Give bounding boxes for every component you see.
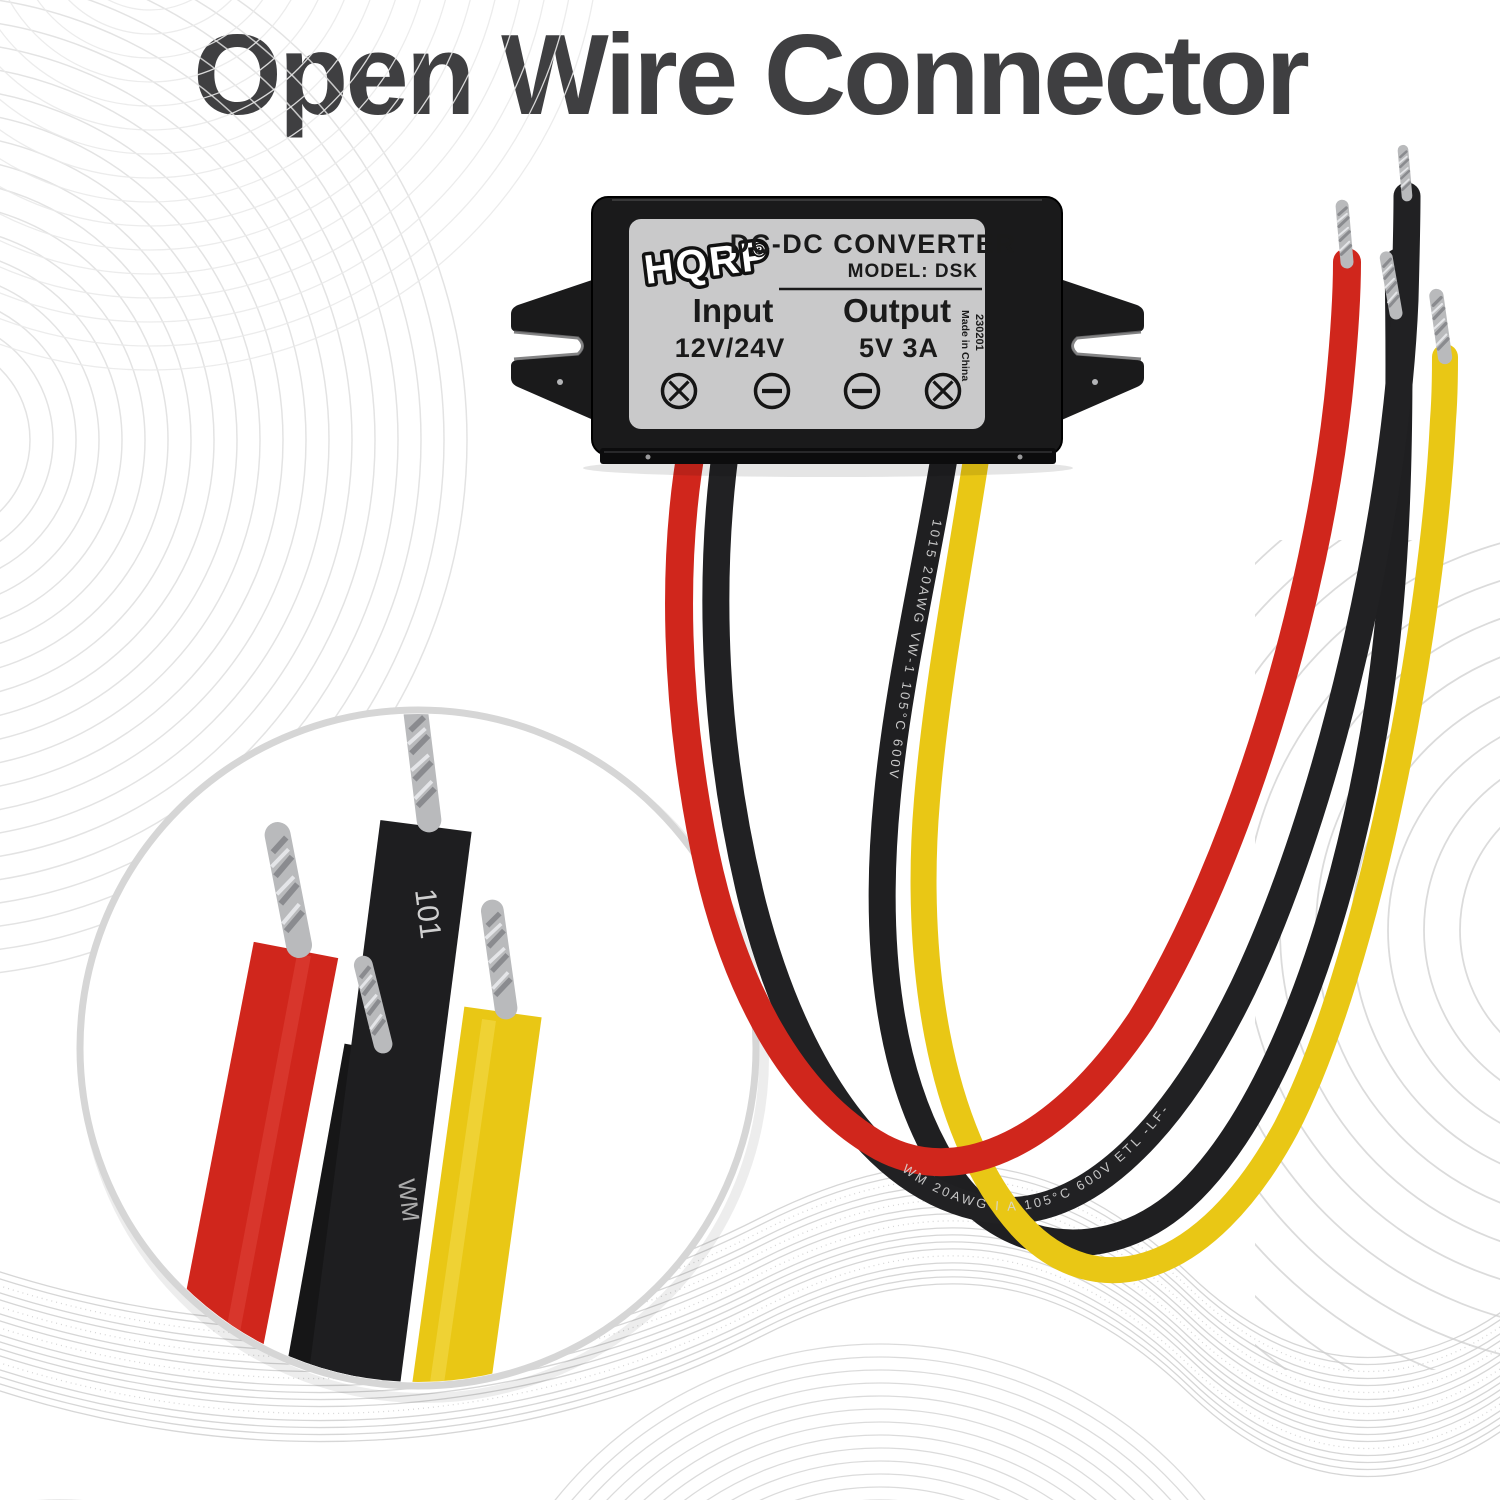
- page-title: Open Wire Connector: [193, 12, 1310, 139]
- base-glint-1: [645, 454, 651, 460]
- product-name: DC-DC CONVERTER: [730, 229, 1017, 259]
- decor-top-left-waves: [0, 0, 594, 974]
- right-mounting-wing: [1057, 278, 1144, 422]
- device-base-plate: [600, 448, 1056, 464]
- terminal-minus-icon: [843, 372, 881, 410]
- yellow-wire: [910, 344, 1458, 1284]
- inset-red-wire-highlight: [215, 953, 311, 1382]
- decor-bottom-center-waves: [554, 1343, 1206, 1500]
- red-wire: [665, 248, 1361, 1177]
- base-glint-2: [1017, 454, 1023, 460]
- terminal-plus-icon: [660, 372, 698, 410]
- inset-black-wire: [306, 820, 472, 1382]
- left-wing-glint: [557, 379, 563, 385]
- inset-black-marking-top: 101: [408, 887, 447, 941]
- output-label: Output: [843, 292, 951, 329]
- black-input-wire: [702, 182, 1421, 1225]
- inset-black-marking-mid: WM: [392, 1177, 424, 1223]
- left-mounting-wing: [511, 278, 598, 422]
- terminal-icons: [660, 372, 962, 410]
- dc-dc-converter-device: HQRP ® DC-DC CONVERTER MODEL: DSK Input …: [511, 196, 1144, 477]
- yellow-wire-tip-icon: [1430, 295, 1451, 358]
- black-output-wire: [868, 248, 1413, 1257]
- model-label: MODEL: DSK: [848, 261, 978, 282]
- output-value: 5V 3A: [859, 333, 939, 363]
- origin-label: Made in China: [959, 310, 971, 381]
- terminal-plus-icon: [924, 372, 962, 410]
- brand-registered-mark: ®: [752, 242, 766, 260]
- inset-yellow-wire: [411, 1006, 542, 1382]
- right-wing-glint: [1092, 379, 1098, 385]
- wire-tips-inset: 101 WM: [76, 706, 769, 1403]
- left-wing-slot-bevel: [513, 330, 584, 361]
- input-label: Input: [693, 292, 774, 329]
- device-label: [629, 219, 985, 429]
- right-wing-slot-bevel: [1071, 330, 1142, 361]
- inset-yellow-wire-highlight: [429, 1019, 496, 1382]
- date-code: 230201: [973, 314, 985, 351]
- input-value: 12V/24V: [675, 333, 786, 363]
- terminal-minus-icon: [753, 372, 791, 410]
